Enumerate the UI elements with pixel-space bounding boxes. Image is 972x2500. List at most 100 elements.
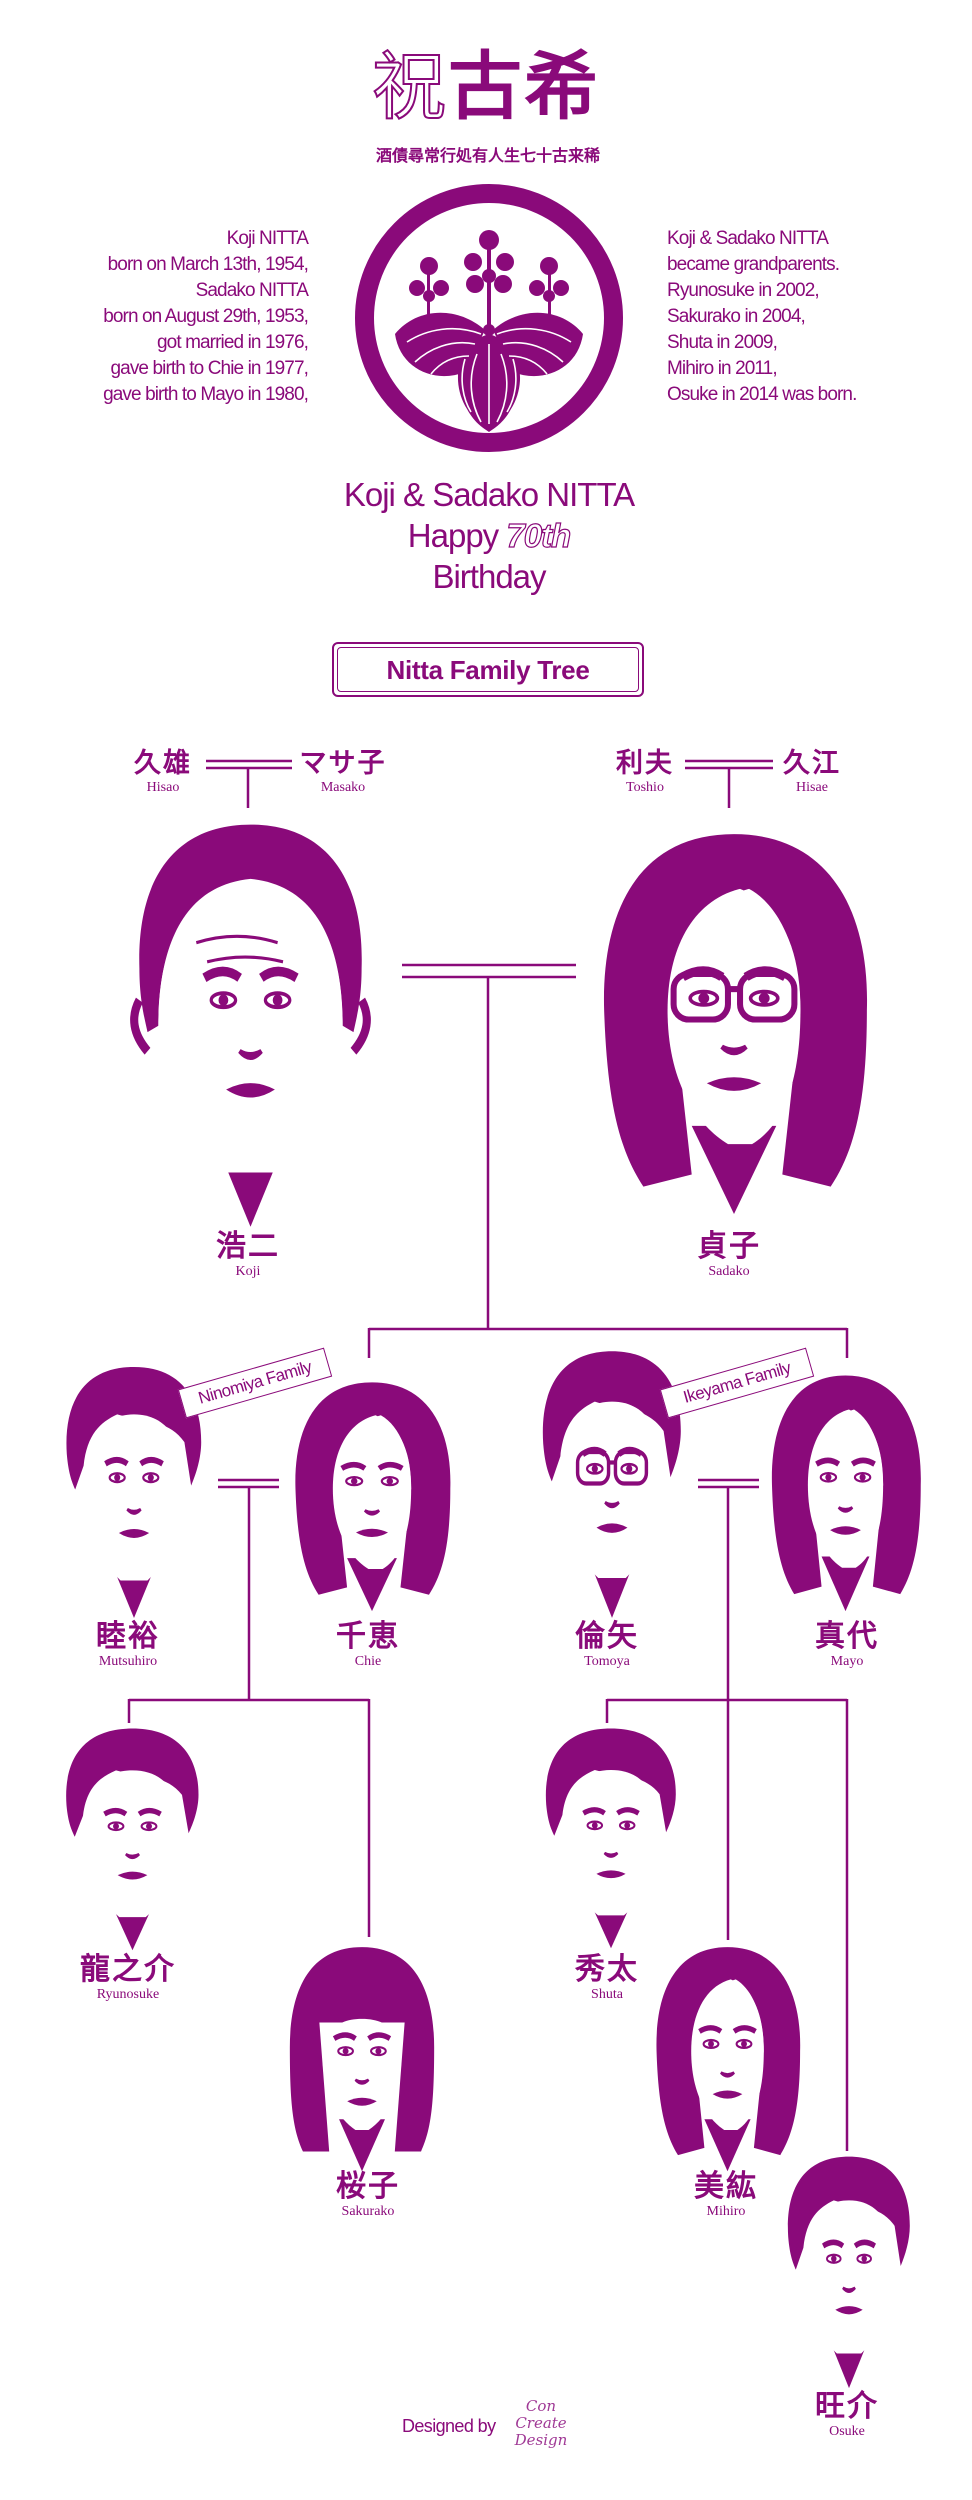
person-romaji: Hisae	[796, 780, 828, 795]
happy-word: Happy	[407, 517, 499, 554]
neck-shadow	[704, 2119, 751, 2172]
left-eye	[826, 2253, 842, 2264]
ordinal-70th: 70th	[506, 516, 572, 554]
glasses-right-lens	[613, 1449, 649, 1486]
celebration-birthday: Birthday	[432, 558, 546, 595]
mouth	[117, 1871, 148, 1880]
designer-logo: Con Create Design	[500, 2398, 582, 2458]
person-kanji: 真代	[815, 1620, 879, 1653]
right-eye	[748, 989, 780, 1007]
right-eye	[856, 2253, 872, 2264]
nose	[125, 1853, 140, 1860]
right-eyebrow	[616, 1807, 640, 1816]
hair	[66, 1366, 202, 1490]
forehead-wrinkles	[195, 934, 284, 964]
portrait-shuta	[545, 1728, 676, 1949]
person-romaji: Chie	[354, 1654, 382, 1669]
person-romaji: Hisao	[146, 780, 180, 795]
left-eyebrow	[104, 1456, 129, 1467]
left-eye	[586, 1462, 604, 1475]
hair	[656, 1947, 801, 2156]
portrait-chie	[295, 1382, 451, 1612]
nose	[604, 1500, 620, 1509]
poem-subtitle: 酒債尋常行処有人生七十古来稀	[375, 148, 601, 165]
nose	[354, 2078, 370, 2085]
bio-line: born on August 29th, 1953,	[103, 306, 309, 327]
person-romaji: Masako	[320, 780, 366, 795]
title-frame-outer	[332, 642, 644, 697]
celebration-heading: Koji & Sadako NITTA Happy 70th Birthday	[344, 474, 635, 597]
mouth	[355, 1528, 389, 1538]
face	[807, 1409, 884, 1568]
nose	[720, 2071, 735, 2078]
left-eye	[337, 2046, 354, 2057]
face	[691, 1979, 764, 2130]
right-pupil	[146, 1823, 152, 1830]
left-pupil	[698, 992, 710, 1004]
person-kanji: 桜子	[336, 2170, 400, 2203]
designed-by-text: Designed by	[402, 2416, 496, 2436]
person-romaji: Mayo	[830, 1654, 864, 1669]
right-eye	[380, 1476, 399, 1487]
right-eyebrow	[377, 1461, 404, 1471]
left-pupil	[114, 1474, 121, 1482]
nose	[837, 1506, 854, 1513]
portrait-sakurako	[289, 1947, 435, 2172]
paulownia-crest-icon	[355, 184, 623, 452]
left-eyebrow	[332, 2032, 357, 2041]
left-eyebrow	[340, 1461, 367, 1471]
right-pupil	[375, 2047, 382, 2055]
hair	[66, 1728, 199, 1837]
face	[83, 1414, 185, 1581]
glasses-left-lens	[575, 1449, 611, 1486]
glasses-left-lens	[670, 970, 731, 1023]
right-pupil	[861, 2255, 867, 2263]
mouth	[835, 2306, 863, 2315]
person-romaji: Toshio	[626, 780, 664, 795]
right-eyebrow	[850, 1457, 876, 1467]
mouth	[226, 1083, 275, 1098]
left-eye	[819, 1472, 838, 1483]
family-tree-title-text: Nitta Family Tree	[386, 655, 590, 685]
left-eyebrow	[815, 1457, 841, 1467]
right-pupil	[626, 1465, 633, 1473]
bio-line: born on March 13th, 1954,	[107, 254, 309, 275]
celebration-happy-line: Happy 70th	[344, 515, 634, 556]
mouth	[596, 1523, 628, 1533]
portrait-mutsuhiro	[66, 1366, 202, 1619]
bio-line: Osuke in 2014 was born.	[667, 384, 857, 405]
mouth	[830, 1526, 861, 1535]
person-romaji: Tomoya	[584, 1654, 630, 1669]
bio-line: became grandparents.	[667, 254, 840, 275]
person-kanji: 美紘	[694, 2170, 758, 2203]
person-romaji: Osuke	[829, 2424, 865, 2439]
bio-line: Koji NITTA	[226, 228, 309, 249]
right-pupil	[859, 1473, 866, 1481]
hair	[545, 1728, 676, 1836]
bio-line: Sakurako in 2004,	[667, 306, 806, 327]
right-pupil	[386, 1477, 394, 1485]
person-kanji: 千恵	[336, 1620, 400, 1653]
face	[562, 1770, 660, 1916]
right-pupil	[272, 994, 283, 1006]
neck-shadow	[691, 1125, 777, 1214]
left-eyebrow	[822, 2239, 845, 2249]
title-outline-char: 祝	[371, 45, 448, 128]
left-pupil	[218, 994, 229, 1006]
hair	[289, 1947, 435, 2152]
portrait-mayo	[771, 1375, 921, 1612]
face	[332, 1415, 412, 1570]
logo-line: Con	[525, 2397, 557, 2415]
portrait-mihiro	[656, 1947, 801, 2172]
left-pupil	[113, 1823, 119, 1830]
right-eye	[263, 991, 292, 1010]
left-eyebrow	[698, 2025, 723, 2034]
ears	[130, 997, 371, 1055]
